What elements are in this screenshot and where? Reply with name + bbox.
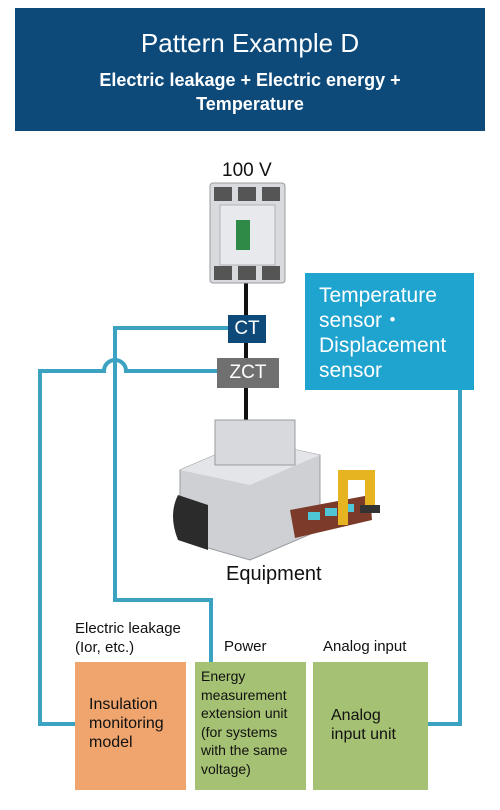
sensor-box: Temperature sensor・ Displacement sensor [305,273,474,390]
ct-tag: CT [228,315,266,343]
header-banner: Pattern Example D Electric leakage + Ele… [15,8,485,131]
circuit-breaker-icon [209,182,286,284]
analog-unit-label: Analog input unit [331,707,396,743]
energy-measurement-unit: Energy measurement extension unit (for s… [195,662,306,790]
ct-wire [113,326,231,662]
zct-wire [38,358,217,726]
zct-tag: ZCT [217,358,279,388]
leakage-input-label: Electric leakage (Ior, etc.) [75,620,181,656]
insulation-unit-label: Insulation monitoring model [89,696,164,751]
equipment-label: Equipment [226,563,322,585]
equipment-icon [173,419,380,561]
sensor-wire [428,390,462,726]
diagram-subtitle: Electric leakage + Electric energy + Tem… [99,70,401,114]
power-input-label: Power [224,638,267,655]
energy-unit-label: Energy measurement extension unit (for s… [201,668,288,777]
sensor-label: Temperature sensor・ Displacement sensor [319,284,447,382]
insulation-monitoring-unit: Insulation monitoring model [75,662,186,790]
voltage-label: 100 V [222,160,272,181]
analog-input-unit: Analog input unit [313,662,428,790]
diagram-title: Pattern Example D [140,28,360,58]
analog-input-label: Analog input [323,638,407,655]
